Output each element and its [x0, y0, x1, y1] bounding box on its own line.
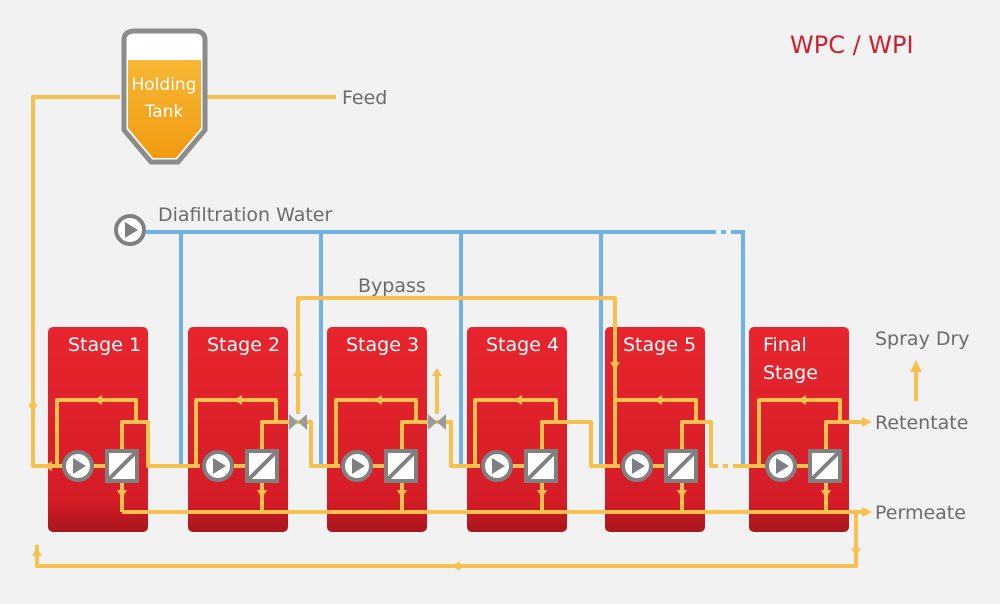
feed-label: Feed — [342, 87, 387, 109]
pump-icon — [765, 450, 797, 482]
stage-2-label: Stage 2 — [207, 334, 280, 356]
stage-5-label: Stage 5 — [623, 334, 696, 356]
holding-tank: Holding Tank — [121, 28, 208, 165]
pumps — [62, 214, 797, 482]
pump-icon — [62, 450, 94, 482]
spray-dry-label: Spray Dry — [875, 328, 970, 350]
valve-icon — [289, 414, 298, 430]
valve-icon — [428, 414, 437, 430]
bypass-label: Bypass — [358, 275, 426, 297]
membrane-filter-icon — [384, 449, 418, 483]
permeate-label: Permeate — [875, 502, 966, 524]
holding-tank-label-line2: Tank — [144, 102, 184, 122]
stage-1-label: Stage 1 — [68, 334, 141, 356]
diafiltration-pump-icon — [114, 214, 146, 246]
stage-1-box — [48, 327, 148, 532]
stage-labels: Stage 1 Stage 2 Stage 3 Stage 4 Stage 5 … — [68, 334, 818, 384]
stage-4-label: Stage 4 — [486, 334, 559, 356]
stage-3-box — [327, 327, 427, 532]
membrane-filter-icon — [524, 449, 558, 483]
stage-4-box — [467, 327, 567, 532]
membrane-filter-icon — [664, 449, 698, 483]
retentate-label: Retentate — [875, 412, 968, 434]
membrane-filters — [105, 449, 842, 483]
membrane-filter-icon — [808, 449, 842, 483]
membrane-filter-icon — [245, 449, 279, 483]
membrane-filter-icon — [105, 449, 139, 483]
diagram-title: WPC / WPI — [790, 31, 914, 59]
stage-3-label: Stage 3 — [346, 334, 419, 356]
final-stage-label-line1: Final — [763, 334, 807, 356]
stage-2-box — [188, 327, 288, 532]
final-stage-box — [749, 327, 849, 532]
holding-tank-label-line1: Holding — [132, 75, 197, 95]
bypass-valves — [289, 414, 446, 430]
pump-icon — [341, 450, 373, 482]
diafiltration-water-label: Diafiltration Water — [158, 204, 332, 226]
final-stage-label-line2: Stage — [763, 362, 818, 384]
stage-5-box — [605, 327, 705, 532]
pump-icon — [481, 450, 513, 482]
flow-arrowheads — [28, 360, 922, 571]
pump-icon — [202, 450, 234, 482]
stage-boxes — [48, 327, 849, 532]
pump-icon — [621, 450, 653, 482]
